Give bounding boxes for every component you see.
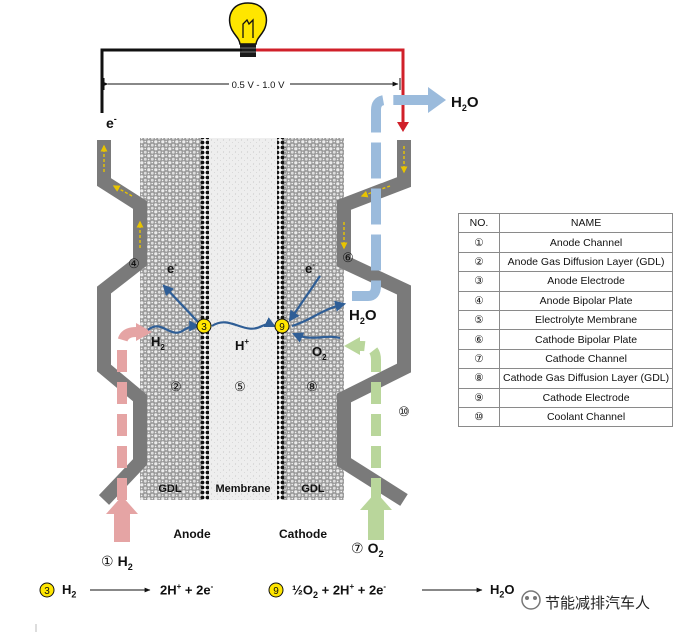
- legend-name: Coolant Channel: [498, 406, 674, 428]
- hydrogen-label-mid: H2: [151, 334, 165, 352]
- marker-4: ④: [128, 256, 140, 271]
- legend-header-row: NO. NAME: [458, 212, 674, 234]
- marker-5: ⑤: [234, 379, 246, 394]
- legend-header-no: NO.: [458, 212, 500, 234]
- reaction-arrows: [147, 275, 347, 343]
- voltage-dimension: [102, 78, 401, 90]
- legend-no: ③: [458, 271, 500, 292]
- marker-3-text: 3: [201, 322, 207, 333]
- circuit-wire-left: [100, 48, 242, 113]
- legend-no: ⑩: [458, 406, 500, 428]
- label-cathode: Cathode: [279, 527, 327, 541]
- equation-anode-lhs: H2: [62, 582, 77, 600]
- marker-2: ②: [170, 379, 182, 394]
- legend-no: ①: [458, 232, 500, 253]
- oxygen-flow-arrow: [344, 337, 392, 540]
- legend-name: Anode Channel: [498, 232, 674, 253]
- eq1-marker: [39, 582, 55, 598]
- circuit-wire-arrowhead: [397, 122, 409, 132]
- eq2-marker-text: 9: [273, 586, 279, 597]
- watermark-logo-icon: [521, 590, 541, 610]
- label-gdl-left: GDL: [158, 483, 182, 495]
- legend-no: ⑧: [458, 368, 500, 389]
- label-membrane: Membrane: [215, 483, 270, 495]
- watermark-text: 节能减排汽车人: [545, 594, 651, 612]
- electron-flow-arrows-left: [100, 144, 144, 248]
- equation-cathode-rhs: H2O: [490, 582, 515, 600]
- oxygen-label-mid: O2: [312, 344, 327, 362]
- electron-label-cathode: e-: [305, 260, 315, 276]
- eq1-marker-text: 3: [44, 586, 50, 597]
- legend-name: Cathode Channel: [498, 348, 674, 370]
- marker-10: ⑩: [398, 404, 410, 419]
- proton-label: H+: [235, 337, 249, 353]
- electrolyte-membrane: [208, 138, 278, 500]
- legend-name: Cathode Bipolar Plate: [498, 329, 674, 350]
- hydrogen-flow-arrow: [106, 323, 152, 542]
- equation-anode-rhs: 2H+ + 2e-: [160, 582, 214, 598]
- water-label-mid: H2O: [349, 307, 377, 326]
- legend-name: Cathode Electrode: [498, 387, 674, 408]
- legend-no: ④: [458, 290, 500, 311]
- cathode-bipolar-plate: [337, 140, 411, 506]
- legend-name: Cathode Gas Diffusion Layer (GDL): [498, 368, 674, 389]
- marker-9-text: 9: [279, 322, 285, 333]
- electron-label-top: e-: [106, 114, 117, 131]
- voltage-label: 0.5 V - 1.0 V: [232, 80, 285, 91]
- legend-name: Electrolyte Membrane: [498, 309, 674, 331]
- label-anode: Anode: [173, 527, 211, 541]
- marker-8: ⑧: [306, 379, 318, 394]
- water-label-top: H2O: [451, 94, 479, 113]
- label-gdl-right: GDL: [301, 483, 325, 495]
- legend-no: ⑦: [458, 348, 500, 370]
- legend-name: Anode Gas Diffusion Layer (GDL): [498, 251, 674, 273]
- anode-gdl: [140, 138, 202, 500]
- electron-flow-arrows-right: [340, 146, 408, 250]
- legend-no: ②: [458, 251, 500, 273]
- legend-no: ⑨: [458, 387, 500, 408]
- legend-name: Anode Electrode: [498, 271, 674, 292]
- equation-cathode-lhs: ½O2 + 2H+ + 2e-: [292, 582, 387, 600]
- legend-no: ⑤: [458, 309, 500, 331]
- light-bulb-icon: [228, 2, 268, 57]
- water-flow-arrow: [352, 87, 446, 301]
- electron-label-anode: e-: [167, 260, 177, 276]
- legend-header-name: NAME: [498, 212, 674, 234]
- marker-9-cathode-electrode: [274, 318, 290, 334]
- legend-no: ⑥: [458, 329, 500, 350]
- marker-6: ⑥: [342, 250, 354, 265]
- legend-name: Anode Bipolar Plate: [498, 290, 674, 311]
- marker-3-anode-electrode: [196, 318, 212, 334]
- eq2-marker: [268, 582, 284, 598]
